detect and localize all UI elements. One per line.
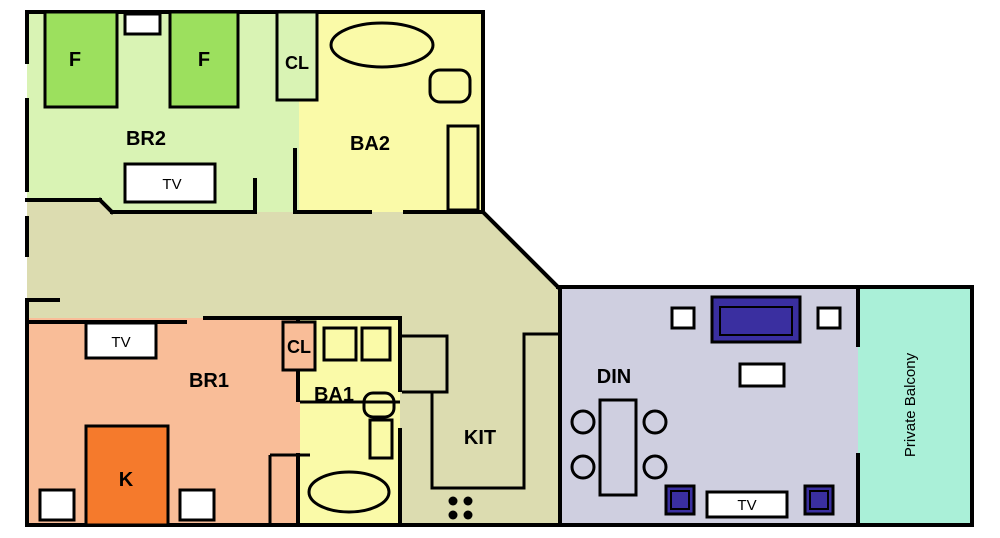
label-tv-br1: TV — [111, 334, 130, 351]
label-closet-br1: CL — [287, 337, 311, 357]
br1-furniture — [38, 320, 317, 527]
armchair-left-seat — [670, 490, 690, 510]
label-tv-br2: TV — [162, 176, 181, 193]
chair-4 — [642, 454, 668, 480]
tub-ba2 — [329, 21, 435, 69]
nightstand-br1-right — [178, 488, 216, 522]
label-ba2: BA2 — [350, 133, 390, 155]
hall-floor — [27, 200, 560, 525]
sofa-seat — [719, 306, 793, 336]
label-kit: KIT — [464, 427, 496, 449]
label-br2: BR2 — [126, 128, 166, 150]
armchair-right-seat — [809, 490, 829, 510]
chair-3 — [642, 409, 668, 435]
ba1-fixtures — [307, 326, 396, 514]
label-bed-f1: F — [69, 49, 81, 71]
label-bed-k: K — [119, 469, 134, 491]
label-br1: BR1 — [189, 370, 229, 392]
tv-stand-br1 — [84, 321, 158, 360]
tv-stand-din — [705, 490, 789, 519]
tub-ba1 — [307, 470, 391, 514]
walls — [25, 10, 974, 527]
ba2-fixtures — [329, 21, 480, 212]
tv-stand-br2 — [123, 162, 217, 204]
end-table-right — [816, 306, 842, 330]
sink-ba1-1 — [322, 326, 358, 362]
br2-furniture — [43, 10, 319, 204]
coffee-table — [738, 362, 786, 388]
ba2-floor — [299, 12, 483, 212]
stove-icon — [448, 496, 473, 520]
vanity-ba2 — [446, 124, 480, 212]
labels: F F CL BR2 BA2 CL BR1 BA1 KIT DIN K — [69, 49, 631, 491]
chair-2 — [570, 454, 596, 480]
din-furniture — [570, 295, 842, 519]
label-balcony: Private Balcony — [902, 352, 919, 457]
tv-labels: TV TV TV — [111, 176, 756, 514]
label-ba1: BA1 — [314, 384, 354, 406]
chair-1 — [570, 409, 596, 435]
bed-king — [84, 424, 170, 527]
dining-table — [598, 398, 638, 497]
toilet-ba1 — [362, 391, 396, 419]
end-table-left — [670, 306, 696, 330]
nightstand-br2 — [123, 12, 162, 36]
toilet-ba2 — [428, 68, 472, 104]
sink-ba1-2 — [360, 326, 392, 362]
bed-twin-2 — [168, 10, 240, 109]
closet-br1 — [281, 320, 317, 372]
label-closet-br2: CL — [285, 53, 309, 73]
label-bed-f2: F — [198, 49, 210, 71]
closet-br2 — [275, 10, 319, 102]
bed-twin-1 — [43, 10, 119, 109]
balcony-floor — [858, 287, 972, 525]
nightstand-br1-left — [38, 488, 76, 522]
label-tv-din: TV — [737, 497, 756, 514]
kitchen-counters — [300, 332, 560, 490]
label-din: DIN — [597, 366, 631, 388]
vanity-ba1 — [368, 418, 394, 460]
